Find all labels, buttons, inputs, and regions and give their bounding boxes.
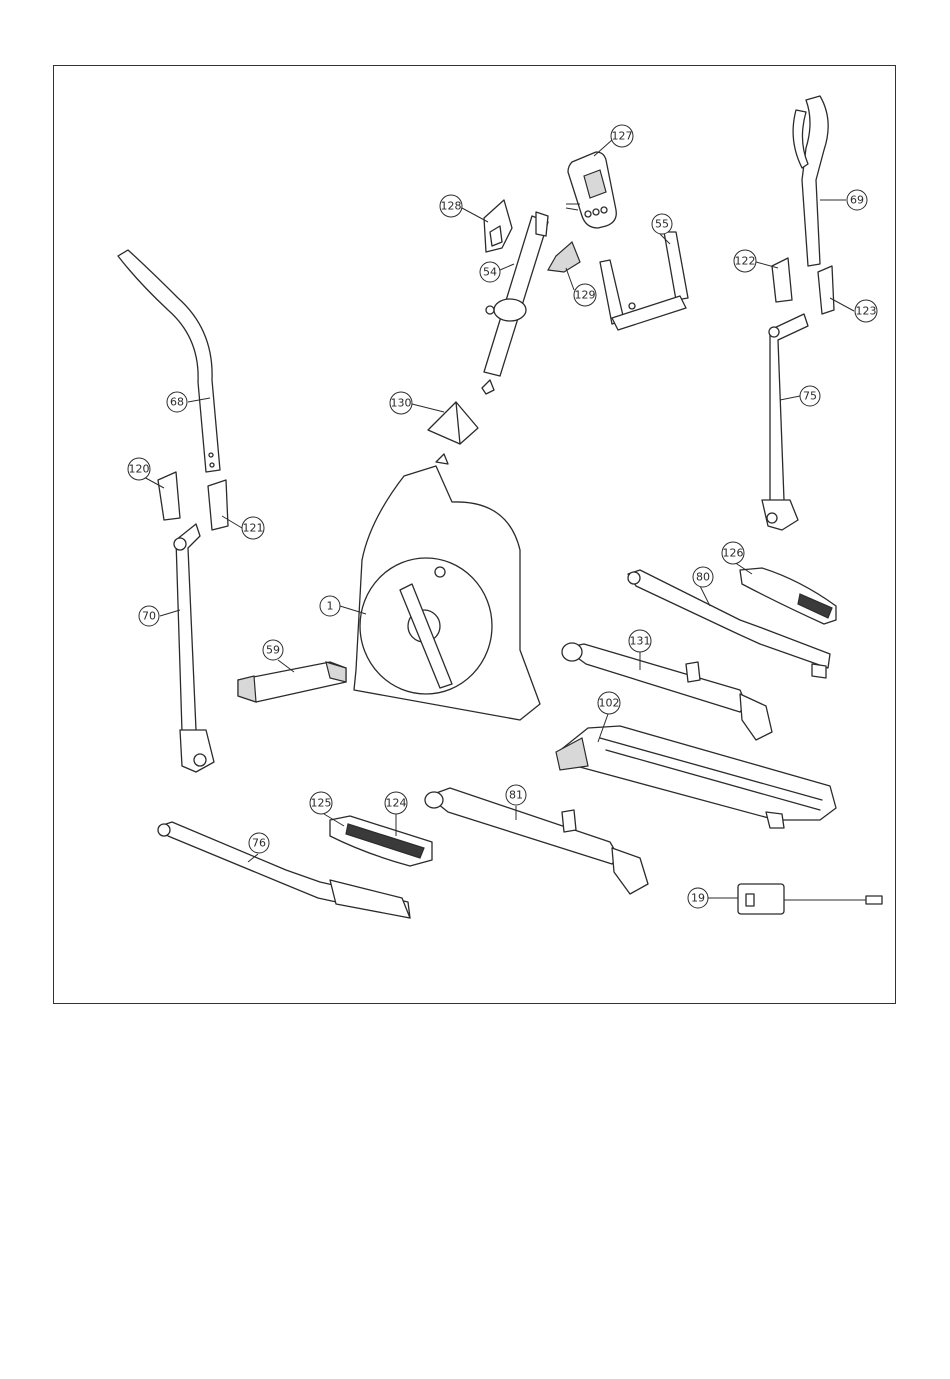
part-121-left-cover xyxy=(208,480,228,530)
callout-130-label: 130 xyxy=(391,397,412,410)
callout-126-label: 126 xyxy=(723,547,744,560)
part-81-left-crank-arm xyxy=(425,788,648,894)
callout-68: 68 xyxy=(167,392,187,412)
callout-121: 121 xyxy=(242,517,264,539)
part-70-left-lower-arm xyxy=(174,524,214,772)
callout-19: 19 xyxy=(688,888,708,908)
callout-75-label: 75 xyxy=(803,390,817,403)
part-68-left-upper-arm xyxy=(118,250,220,472)
part-129-cover xyxy=(548,242,580,272)
callout-131: 131 xyxy=(629,630,651,652)
callout-59-label: 59 xyxy=(266,644,280,657)
callout-122-label: 122 xyxy=(735,255,756,268)
callout-70-label: 70 xyxy=(142,610,156,623)
callout-69: 69 xyxy=(847,190,867,210)
part-120-left-cover xyxy=(158,472,180,520)
callout-80: 80 xyxy=(693,567,713,587)
callout-69-label: 69 xyxy=(850,194,864,207)
callout-131-label: 131 xyxy=(630,635,651,648)
callout-80-label: 80 xyxy=(696,571,710,584)
callout-76-label: 76 xyxy=(252,837,266,850)
callout-120-label: 120 xyxy=(129,463,150,476)
callout-70: 70 xyxy=(139,606,159,626)
callout-123: 123 xyxy=(855,300,877,322)
callout-126: 126 xyxy=(722,542,744,564)
part-59-front-stabilizer xyxy=(238,662,346,702)
part-122-right-cover xyxy=(772,258,792,302)
callout-124-label: 124 xyxy=(386,797,407,810)
callout-127-label: 127 xyxy=(612,130,633,143)
callout-120: 120 xyxy=(128,458,150,480)
part-125-124-left-pedal xyxy=(330,816,432,866)
part-123-right-cover xyxy=(818,266,834,314)
callout-81-label: 81 xyxy=(509,789,523,802)
callout-1-label: 1 xyxy=(327,600,334,613)
part-127-console xyxy=(566,152,616,228)
part-128-bracket xyxy=(484,200,512,252)
callout-123-label: 123 xyxy=(856,305,877,318)
callout-125: 125 xyxy=(310,792,332,814)
callout-102: 102 xyxy=(598,692,620,714)
callout-81: 81 xyxy=(506,785,526,805)
callout-59: 59 xyxy=(263,640,283,660)
callout-121-label: 121 xyxy=(243,522,264,535)
callout-128-label: 128 xyxy=(441,200,462,213)
callout-19-label: 19 xyxy=(691,892,705,905)
callout-124: 124 xyxy=(385,792,407,814)
callout-68-label: 68 xyxy=(170,396,184,409)
callout-125-label: 125 xyxy=(311,797,332,810)
part-130-cover xyxy=(428,402,478,444)
part-1-main-frame xyxy=(354,454,540,720)
part-131-right-crank-arm xyxy=(562,643,772,740)
callout-102-label: 102 xyxy=(599,697,620,710)
callout-130: 130 xyxy=(390,392,412,414)
callout-55-label: 55 xyxy=(655,218,669,231)
callout-129: 129 xyxy=(574,284,596,306)
part-126-right-pedal xyxy=(740,568,836,624)
callout-54-label: 54 xyxy=(483,266,497,279)
callout-122: 122 xyxy=(734,250,756,272)
callout-128: 128 xyxy=(440,195,462,217)
callout-129-label: 129 xyxy=(575,289,596,302)
part-55-handlebar xyxy=(600,232,688,330)
callout-76: 76 xyxy=(249,833,269,853)
callout-127: 127 xyxy=(611,125,633,147)
part-19-power-adapter xyxy=(738,884,882,914)
callout-1: 1 xyxy=(320,596,340,616)
part-69-right-upper-arm xyxy=(793,96,828,266)
callout-75: 75 xyxy=(800,386,820,406)
callout-55: 55 xyxy=(652,214,672,234)
part-75-right-lower-arm xyxy=(762,314,808,530)
callout-54: 54 xyxy=(480,262,500,282)
